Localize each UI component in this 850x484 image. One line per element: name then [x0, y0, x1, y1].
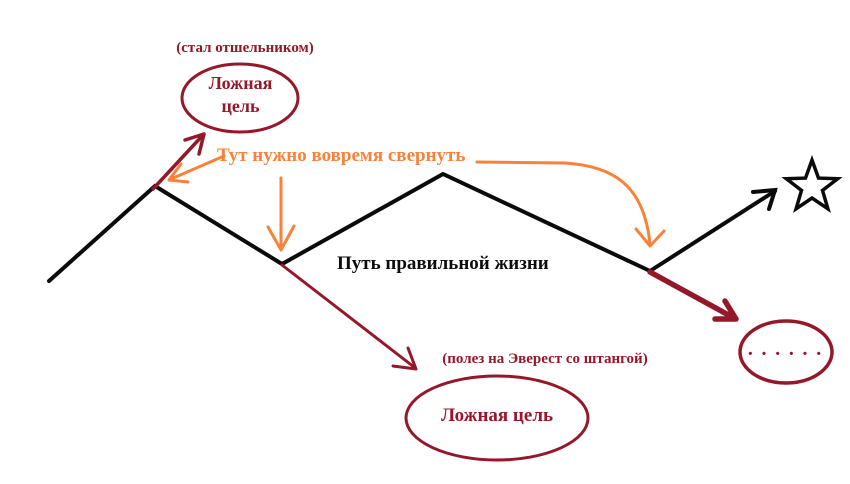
detour-arrow-top: [151, 132, 206, 191]
unknown-goal-dots: · · · · · ·: [746, 343, 824, 365]
false-goal-bottom-ellipse: [404, 374, 590, 462]
life-path-arrowhead: [751, 187, 778, 211]
detour-arrow-right: [647, 269, 739, 322]
turn-arrow-curved: [475, 160, 666, 248]
false-goal-top-label: Ложная цель: [182, 72, 299, 118]
life-path-line: [47, 171, 777, 283]
hermit-note: (стал отшельником): [176, 40, 314, 56]
turn-arrow-left: [167, 154, 226, 184]
turn-arrow-down: [266, 176, 296, 252]
unknown-goal-ellipse: [738, 319, 834, 385]
everest-note: (полез на Эверест со штангой): [442, 351, 648, 367]
false-goal-top-line2: цель: [221, 96, 260, 116]
detour-arrow-bottom: [280, 263, 418, 371]
false-goal-bottom-label: Ложная цель: [440, 405, 554, 426]
star-icon: [781, 154, 843, 213]
false-goal-top-line1: Ложная: [208, 73, 273, 93]
turn-instruction-label: Тут нужно вовремя свернуть: [217, 145, 466, 166]
path-label: Путь правильной жизни: [337, 253, 549, 274]
false-goal-top-ellipse: [180, 62, 300, 134]
